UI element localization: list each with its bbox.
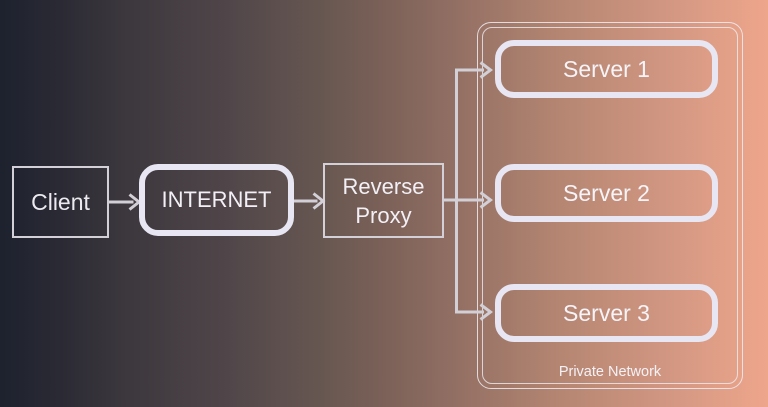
node-server-2: Server 2 [495, 164, 718, 222]
node-server-2-label: Server 2 [563, 179, 650, 206]
node-server-1-label: Server 1 [563, 55, 650, 82]
node-server-1: Server 1 [495, 40, 718, 98]
node-internet: INTERNET [139, 164, 294, 236]
node-reverse-proxy: Reverse Proxy [323, 163, 444, 238]
node-server-3-label: Server 3 [563, 299, 650, 326]
node-server-3: Server 3 [495, 284, 718, 342]
arrow-internet-to-proxy [294, 192, 326, 210]
arrow-client-to-internet [109, 193, 142, 211]
private-network-label: Private Network [558, 364, 662, 380]
node-client: Client [12, 166, 109, 238]
node-internet-label: INTERNET [161, 187, 272, 212]
node-reverse-proxy-label: Reverse Proxy [342, 173, 425, 228]
node-client-label: Client [31, 188, 90, 215]
